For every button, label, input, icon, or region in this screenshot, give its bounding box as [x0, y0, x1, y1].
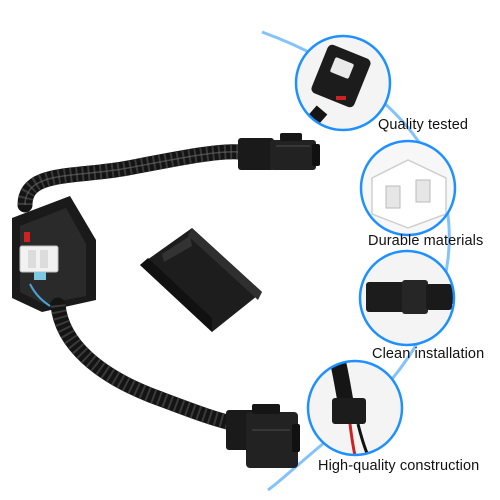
- label-quality-tested: Quality tested: [378, 117, 469, 133]
- label-durable-materials: Durable materials: [368, 233, 484, 249]
- callout-durable-materials: [359, 139, 457, 237]
- lower-cable: [50, 297, 248, 433]
- label-clean-installation: Clean installation: [372, 346, 485, 362]
- label-high-quality-construction: High-quality construction: [318, 458, 480, 474]
- box-cover: [140, 228, 262, 332]
- callout-clean-installation: [358, 249, 456, 347]
- resistor-box: [12, 196, 96, 312]
- lower-connector: [226, 404, 300, 468]
- callout-high-quality-construction: [306, 359, 404, 457]
- upper-cable: [17, 144, 248, 213]
- upper-connector: [238, 133, 320, 170]
